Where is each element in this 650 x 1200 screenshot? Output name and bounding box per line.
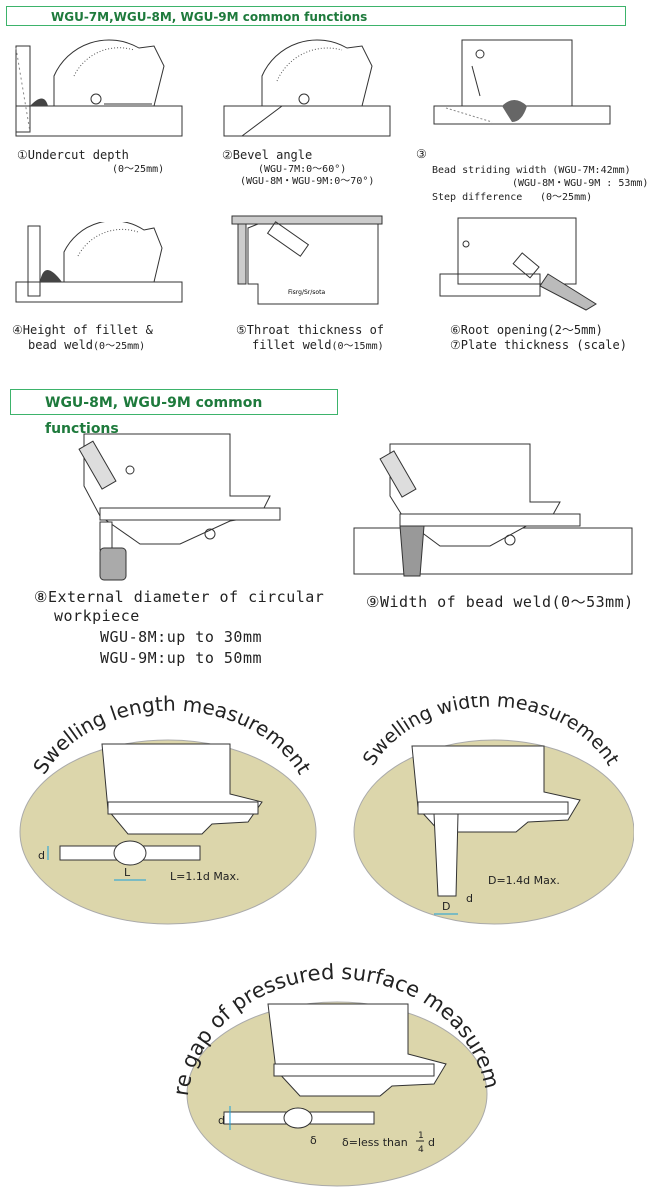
section-header-common-7m-8m-9m: WGU-7M,WGU-8M, WGU-9M common functions	[6, 6, 626, 26]
caption-bead-striding-num: ③	[416, 147, 427, 161]
caption-throat-fillet: fillet weld(0～15mm)	[252, 338, 384, 352]
caption-fillet-bead: bead weld(0～25mm)	[28, 338, 146, 352]
caption-wgu8m-range: WGU-8M:up to 30mm	[100, 628, 263, 646]
swelling-length-d: d	[38, 849, 45, 862]
caption-external-diameter: ⑧External diameter of circular	[34, 588, 325, 606]
swelling-width-d: d	[466, 892, 473, 905]
caption-bevel: ②Bevel angle	[222, 148, 313, 162]
core-gap-d: d	[218, 1114, 225, 1127]
swelling-length-formula: L=1.1d Max.	[170, 870, 240, 883]
caption-undercut-range: (0～25mm)	[112, 164, 165, 175]
core-gap-delta: δ	[310, 1134, 317, 1147]
fig-root-opening	[439, 217, 597, 311]
caption-undercut-title: ①Undercut depth	[17, 148, 129, 162]
fig-external-diameter	[78, 433, 281, 581]
caption-bevel-8m9m: (WGU-8M・WGU-9M:0～70°)	[240, 176, 375, 187]
caption-fillet: ④Height of fillet &	[12, 323, 153, 337]
caption-bead-width: ⑨Width of bead weld(0～53mm)	[366, 593, 634, 611]
caption-step-difference-range: (0～25mm)	[540, 192, 593, 203]
core-gap-frac-den: 4	[418, 1145, 424, 1155]
caption-undercut: ①Undercut depth	[17, 148, 129, 163]
fig-bevel-angle	[223, 39, 391, 137]
caption-throat: ⑤Throat thickness of	[236, 323, 385, 337]
caption-step-difference: Step difference	[432, 192, 523, 203]
caption-bead-striding: Bead striding width (WGU-7M:42mm)	[432, 165, 631, 176]
swelling-width-D: D	[442, 900, 450, 913]
oval-core-gap: Core gap of pressured surface measuremen…	[164, 944, 504, 1187]
gauge-brand-label: Fisrg/Sr/sota	[288, 289, 325, 296]
fig-bead-width	[353, 443, 633, 577]
fig-undercut-depth	[15, 39, 183, 137]
core-gap-formula: δ=less than	[342, 1136, 408, 1149]
oval-swelling-length: Swelling length measurement d L L=1.1d M…	[19, 694, 317, 925]
caption-wgu9m-range: WGU-9M:up to 50mm	[100, 649, 263, 667]
core-gap-frac-d: d	[428, 1136, 435, 1149]
section-header-common-8m-9m: WGU-8M, WGU-9M common functions	[10, 389, 338, 437]
caption-bevel-7m: (WGU-7M:0～60°)	[258, 164, 347, 175]
fig-fillet-height	[15, 222, 183, 303]
caption-bead-striding-8m9m: (WGU-8M・WGU-9M : 53mm)	[512, 178, 649, 189]
core-gap-frac-num: 1	[418, 1131, 424, 1141]
fig-bead-striding	[433, 39, 611, 125]
caption-plate-thickness: ⑦Plate thickness (scale)	[450, 338, 627, 352]
swelling-length-L: L	[124, 866, 131, 879]
caption-workpiece: workpiece	[54, 607, 140, 625]
fig-throat-thickness: Fisrg/Sr/sota	[231, 215, 383, 305]
caption-root-opening: ⑥Root opening(2～5mm)	[450, 323, 603, 337]
swelling-width-formula: D=1.4d Max.	[488, 874, 560, 887]
oval-swelling-width: Swelling width measurement D d D=1.4d Ma…	[353, 696, 634, 925]
